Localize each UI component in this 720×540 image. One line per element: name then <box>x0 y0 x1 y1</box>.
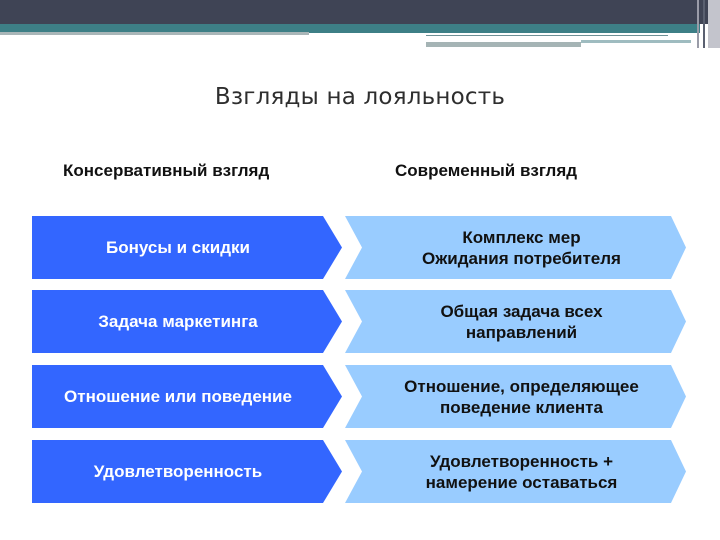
comparison-row: Удовлетворенность Удовлетворенность + на… <box>0 440 720 503</box>
slide-title: Взгляды на лояльность <box>214 84 506 110</box>
conservative-arrow: Отношение или поведение <box>32 365 342 428</box>
modern-chevron: Отношение, определяющее поведение клиент… <box>345 365 686 428</box>
column-header-modern: Современный взгляд <box>395 161 578 180</box>
comparison-row: Бонусы и скидки Комплекс мер Ожидания по… <box>0 216 720 279</box>
header-right-rule-2 <box>581 40 691 43</box>
comparison-row: Отношение или поведение Отношение, опред… <box>0 365 720 428</box>
header-vertical-line <box>703 0 705 48</box>
header-teal-band <box>0 24 700 33</box>
header-vertical-line <box>697 0 699 48</box>
modern-chevron: Комплекс мер Ожидания потребителя <box>345 216 686 279</box>
conservative-arrow: Бонусы и скидки <box>32 216 342 279</box>
header-gray-rule <box>0 32 309 35</box>
modern-label-line: намерение оставаться <box>425 472 618 492</box>
modern-label-line: Общая задача всех <box>440 301 603 321</box>
conservative-arrow: Удовлетворенность <box>32 440 342 503</box>
comparison-row: Задача маркетинга Общая задача всех напр… <box>0 290 720 353</box>
modern-label-line: поведение клиента <box>440 397 603 417</box>
conservative-label: Отношение или поведение <box>64 386 292 406</box>
modern-chevron: Общая задача всех направлений <box>345 290 686 353</box>
conservative-label: Бонусы и скидки <box>106 237 250 257</box>
column-header-conservative: Консервативный взгляд <box>63 161 270 180</box>
conservative-label: Задача маркетинга <box>98 311 258 331</box>
header-right-rule <box>426 42 581 47</box>
conservative-label: Удовлетворенность <box>93 461 263 481</box>
conservative-arrow: Задача маркетинга <box>32 290 342 353</box>
modern-label-line: Ожидания потребителя <box>422 248 621 268</box>
modern-label-line: Комплекс мер <box>462 227 581 247</box>
modern-chevron: Удовлетворенность + намерение оставаться <box>345 440 686 503</box>
header-dark-band <box>0 0 720 24</box>
modern-label-line: Отношение, определяющее <box>404 376 639 396</box>
header-vertical-band <box>708 0 720 48</box>
modern-label-line: Удовлетворенность + <box>429 451 614 471</box>
modern-label-line: направлений <box>465 322 578 342</box>
header-right-stripe <box>426 35 668 40</box>
